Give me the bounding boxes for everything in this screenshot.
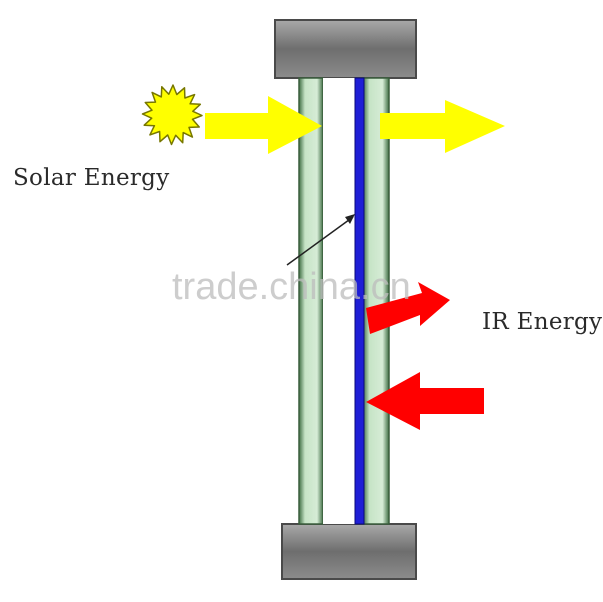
inner-glass-pane [362, 77, 390, 525]
sun-icon [141, 84, 203, 146]
watermark: trade.china.cn [172, 266, 411, 308]
top-frame [274, 19, 417, 79]
bottom-frame [281, 523, 417, 580]
coating-pointer-line [286, 216, 354, 266]
ir-incoming-arrow [366, 372, 484, 430]
solar-energy-label: Solar Energy [13, 165, 170, 191]
ir-energy-label: IR Energy [482, 309, 603, 335]
solar-incoming-arrow [205, 96, 322, 154]
solar-transmitted-arrow [380, 100, 505, 153]
coating-pointer-arrowhead [345, 214, 355, 224]
air-gap [323, 78, 356, 524]
outer-glass-pane [298, 77, 324, 525]
ir-reflected-arrow [366, 282, 450, 334]
low-e-coating [354, 77, 365, 525]
